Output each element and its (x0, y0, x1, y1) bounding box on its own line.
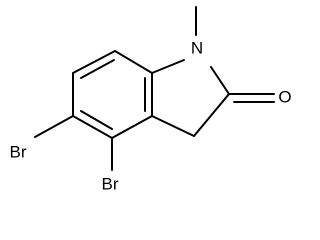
double-bond-c5-c4 (80, 110, 113, 130)
bond-c5-br (34, 115, 74, 138)
bond-c3-c3a (151, 115, 195, 137)
bond-c7a-n1 (151, 59, 185, 74)
oxygen-atom-label: O (278, 87, 291, 106)
bond-c2-c3 (193, 93, 230, 137)
bond-c4-c3a (111, 115, 153, 139)
nitrogen-atom-label: N (191, 38, 203, 57)
bond-c5-c4 (72, 115, 113, 139)
double-bond-c7-c6 (80, 59, 115, 79)
bond-c7a-c7 (114, 50, 153, 74)
bond-n1-c2 (210, 66, 230, 95)
bromine-atom-label-upper: Br (10, 142, 27, 161)
chemical-structure-diagram: N O Br Br (10, 6, 292, 193)
bond-c7-c6 (72, 50, 116, 74)
bromine-atom-label-lower: Br (102, 174, 119, 193)
